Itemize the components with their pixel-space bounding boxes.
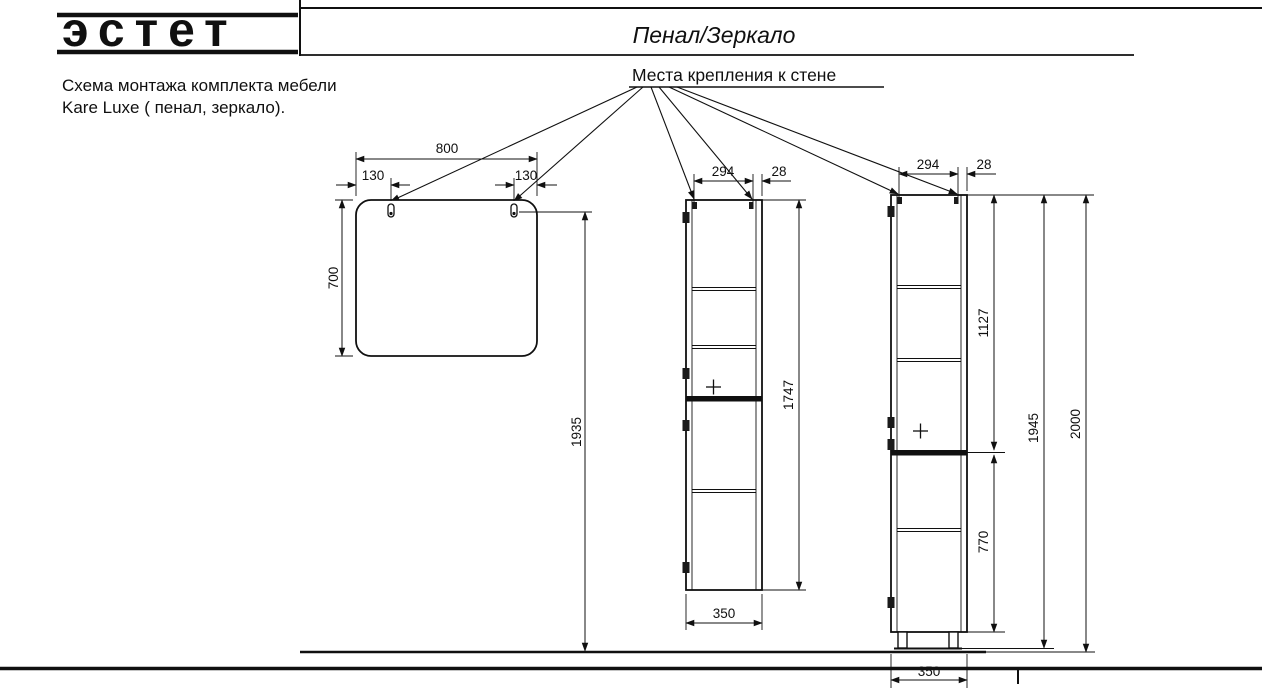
dim-cabinet-right-height: 1945 — [962, 194, 1054, 649]
dim-mirror-width: 800 — [355, 141, 538, 196]
dim-value-130-left: 130 — [362, 168, 385, 183]
dim-cabinet-right-top: 294 28 — [898, 157, 996, 197]
mount-points-leader-lines — [390, 86, 958, 202]
title-block-frame — [57, 0, 1262, 56]
hinge — [887, 417, 895, 428]
dim-value-1127: 1127 — [976, 308, 991, 337]
mirror-outline — [355, 199, 538, 357]
dim-cabinet-right-width: 350 — [890, 654, 968, 688]
dim-value-294: 294 — [712, 164, 735, 179]
hinge — [682, 212, 690, 223]
cabinet-mid-shelves — [692, 287, 756, 493]
cabinet-right-shelves — [897, 285, 961, 532]
cabinet-right-outline — [890, 194, 968, 633]
dim-mirror-height: 700 — [326, 199, 353, 357]
mirror-mount-bracket-left — [387, 203, 395, 218]
mirror-drawing — [355, 199, 538, 357]
mount-points-label: Места крепления к стене — [632, 65, 836, 85]
dim-value-28: 28 — [976, 157, 991, 172]
sheet-title: Пенал/Зеркало — [633, 22, 796, 48]
cabinet-mid-hinges — [682, 212, 690, 573]
cabinet-mid-outline — [685, 199, 763, 591]
cabinet-right-hinges — [887, 206, 895, 608]
leader-mirror-right — [513, 86, 644, 202]
cabinet-mid-drawing — [682, 199, 763, 591]
mount-points-callout: Места крепления к стене — [390, 65, 958, 202]
wall-bracket — [692, 202, 697, 209]
dim-cabinet-right-mounts: 1127 770 — [967, 194, 1094, 633]
dim-cabinet-mid-top: 294 28 — [693, 164, 791, 202]
leader-mirror-left — [390, 86, 638, 202]
hinge — [682, 368, 690, 379]
dim-value-1945: 1945 — [1026, 413, 1041, 443]
cabinet-right-drawing — [887, 194, 968, 650]
mirror-mount-bracket-right — [510, 203, 518, 218]
dim-value-1935: 1935 — [569, 417, 584, 447]
leg — [897, 631, 908, 649]
dim-cabinet-mid-height: 1747 — [762, 199, 806, 591]
wall-bracket — [749, 202, 754, 209]
hinge — [682, 420, 690, 431]
dim-value-800: 800 — [436, 141, 459, 156]
dim-value-700: 700 — [326, 267, 341, 290]
cabinet-right-legs — [894, 631, 962, 650]
dim-value-1747: 1747 — [781, 380, 796, 410]
description-line-1: Схема монтажа комплекта мебели — [62, 76, 337, 95]
cabinet-right-wall-brackets — [897, 197, 959, 204]
bracket-hole — [389, 211, 393, 216]
dim-overall-height: 2000 — [986, 194, 1095, 653]
dim-value-2000: 2000 — [1068, 409, 1083, 439]
dim-value-130-right: 130 — [515, 168, 538, 183]
leg — [948, 631, 959, 649]
hinge — [682, 562, 690, 573]
leader-cabinet-right-left — [668, 86, 899, 195]
cabinet-mid-divider-band — [686, 396, 762, 402]
hinge — [887, 439, 895, 450]
cabinet-right-handle-cross — [913, 423, 928, 439]
dim-cabinet-mid-width: 350 — [685, 594, 763, 630]
wall-bracket — [897, 197, 902, 204]
dim-mirror-mount-height: 1935 — [519, 211, 592, 652]
bracket-hole — [512, 211, 516, 216]
hinge — [887, 597, 895, 608]
hinge — [887, 206, 895, 217]
cabinet-mid-handle-cross — [706, 379, 721, 395]
dim-value-350: 350 — [713, 606, 736, 621]
dim-mirror-offsets: 130 130 — [336, 168, 557, 201]
brand-logo: эстет — [62, 4, 238, 57]
description-line-2: Kare Luxe ( пенал, зеркало). — [62, 98, 285, 117]
dim-value-28: 28 — [771, 164, 786, 179]
wall-bracket — [954, 197, 959, 204]
cabinet-right-divider-band — [891, 450, 967, 456]
dim-value-770: 770 — [976, 531, 991, 554]
cabinet-mid-wall-brackets — [692, 202, 754, 209]
dim-value-350: 350 — [918, 664, 941, 679]
dim-value-294: 294 — [917, 157, 940, 172]
leader-cabinet-mid-left — [650, 86, 695, 200]
